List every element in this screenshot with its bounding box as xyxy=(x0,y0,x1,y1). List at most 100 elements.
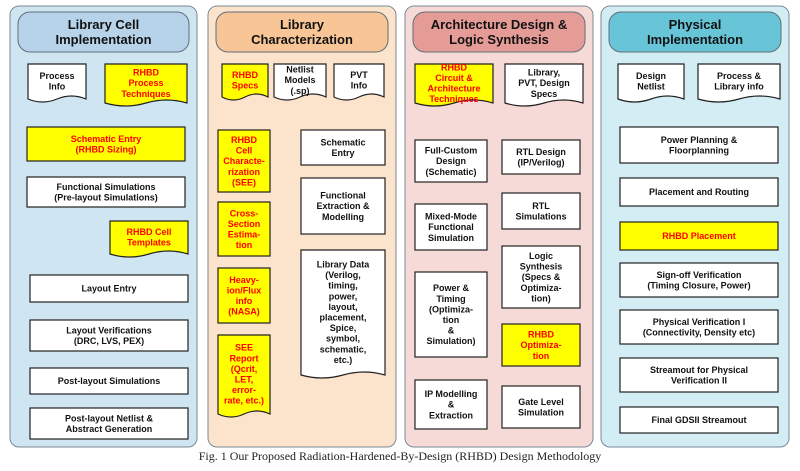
box-shape-c2-pvt xyxy=(333,63,385,101)
box-shape-c1-process xyxy=(27,63,87,103)
flow-box-c1-post-sims: Post-layout Simulations xyxy=(29,367,189,395)
box-shape-c2-heavy xyxy=(217,267,271,324)
flow-box-c1-schematic: Schematic Entry(RHBD Sizing) xyxy=(26,126,186,162)
box-shape-c2-func xyxy=(300,177,386,235)
box-shape-c3-mixed xyxy=(414,203,488,251)
box-shape-c4-signoff xyxy=(619,262,779,298)
box-shape-c3-power xyxy=(414,271,488,358)
box-shape-c1-verif xyxy=(29,319,189,352)
flow-box-c4-signoff: Sign-off Verification(Timing Closure, Po… xyxy=(619,262,779,298)
flow-box-c4-power: Power Planning &Floorplanning xyxy=(619,126,779,164)
box-shape-c2-cross xyxy=(217,201,271,257)
flow-box-c2-libdata: Library Data(Verilog,timing,power,layout… xyxy=(300,249,386,379)
flow-box-c4-physver: Physical Verification I(Connectivity, De… xyxy=(619,309,779,345)
box-label-c1-netlist: Post-layout Netlist &Abstract Generation xyxy=(65,413,154,434)
box-shape-c3-rtl xyxy=(501,139,581,175)
box-shape-c4-physver xyxy=(619,309,779,345)
box-shape-c1-netlist xyxy=(29,407,189,440)
box-label-c1-func-sims: Functional Simulations(Pre-layout Simula… xyxy=(54,182,158,203)
flow-box-c1-verif: Layout Verifications(DRC, LVS, PEX) xyxy=(29,319,189,352)
box-shape-c1-post-sims xyxy=(29,367,189,395)
box-label-c1-verif: Layout Verifications(DRC, LVS, PEX) xyxy=(66,325,152,346)
box-label-c4-power: Power Planning &Floorplanning xyxy=(661,135,738,156)
box-shape-c3-fullcustom xyxy=(414,139,488,183)
box-label-c4-rhbd: RHBD Placement xyxy=(662,231,736,241)
box-shape-c4-place xyxy=(619,177,779,207)
box-shape-c2-netlist xyxy=(273,63,327,101)
box-label-c1-post-sims: Post-layout Simulations xyxy=(58,376,161,386)
box-shape-c4-streamout xyxy=(619,357,779,393)
box-shape-c3-gate xyxy=(501,385,581,429)
box-shape-c4-rhbd xyxy=(619,221,779,251)
box-label-c4-place: Placement and Routing xyxy=(649,187,749,197)
box-label-c3-rtl: RTL Design(IP/Verilog) xyxy=(516,147,566,168)
flow-box-c1-func-sims: Functional Simulations(Pre-layout Simula… xyxy=(26,176,186,208)
box-label-c1-schematic: Schematic Entry(RHBD Sizing) xyxy=(71,134,142,155)
figure-caption: Fig. 1 Our Proposed Radiation-Hardened-B… xyxy=(198,449,602,463)
box-shape-c3-circuit xyxy=(414,63,494,107)
flow-box-c3-ip: IP Modelling&Extraction xyxy=(414,379,488,430)
box-label-c4-process: Process &Library info xyxy=(714,71,764,92)
box-shape-c3-synth xyxy=(501,245,581,309)
column-header-c1 xyxy=(17,11,190,53)
box-shape-c2-libdata xyxy=(300,249,386,379)
box-shape-c2-specs xyxy=(221,63,269,101)
flow-box-c4-place: Placement and Routing xyxy=(619,177,779,207)
box-shape-c3-libpvt xyxy=(504,63,584,107)
box-shape-c3-rtlsims xyxy=(501,192,581,230)
column-title-c3: Architecture Design &Logic Synthesis xyxy=(431,17,568,47)
box-shape-c2-char xyxy=(217,129,271,193)
flow-box-c1-netlist: Post-layout Netlist &Abstract Generation xyxy=(29,407,189,440)
box-shape-c1-schematic xyxy=(26,126,186,162)
box-shape-c2-schem xyxy=(300,129,386,166)
box-label-c4-signoff: Sign-off Verification(Timing Closure, Po… xyxy=(647,270,750,291)
flow-box-c3-power: Power &Timing(Optimiza-tion&Simulation) xyxy=(414,271,488,358)
box-shape-c1-templates xyxy=(109,220,189,258)
box-label-c2-libdata: Library Data(Verilog,timing,power,layout… xyxy=(317,259,371,364)
flow-box-c1-layout: Layout Entry xyxy=(29,274,189,303)
column-header-c4 xyxy=(608,11,782,53)
box-shape-c4-process xyxy=(697,63,781,103)
box-label-c4-final: Final GDSII Streamout xyxy=(651,415,746,425)
box-shape-c3-opt xyxy=(501,323,581,367)
